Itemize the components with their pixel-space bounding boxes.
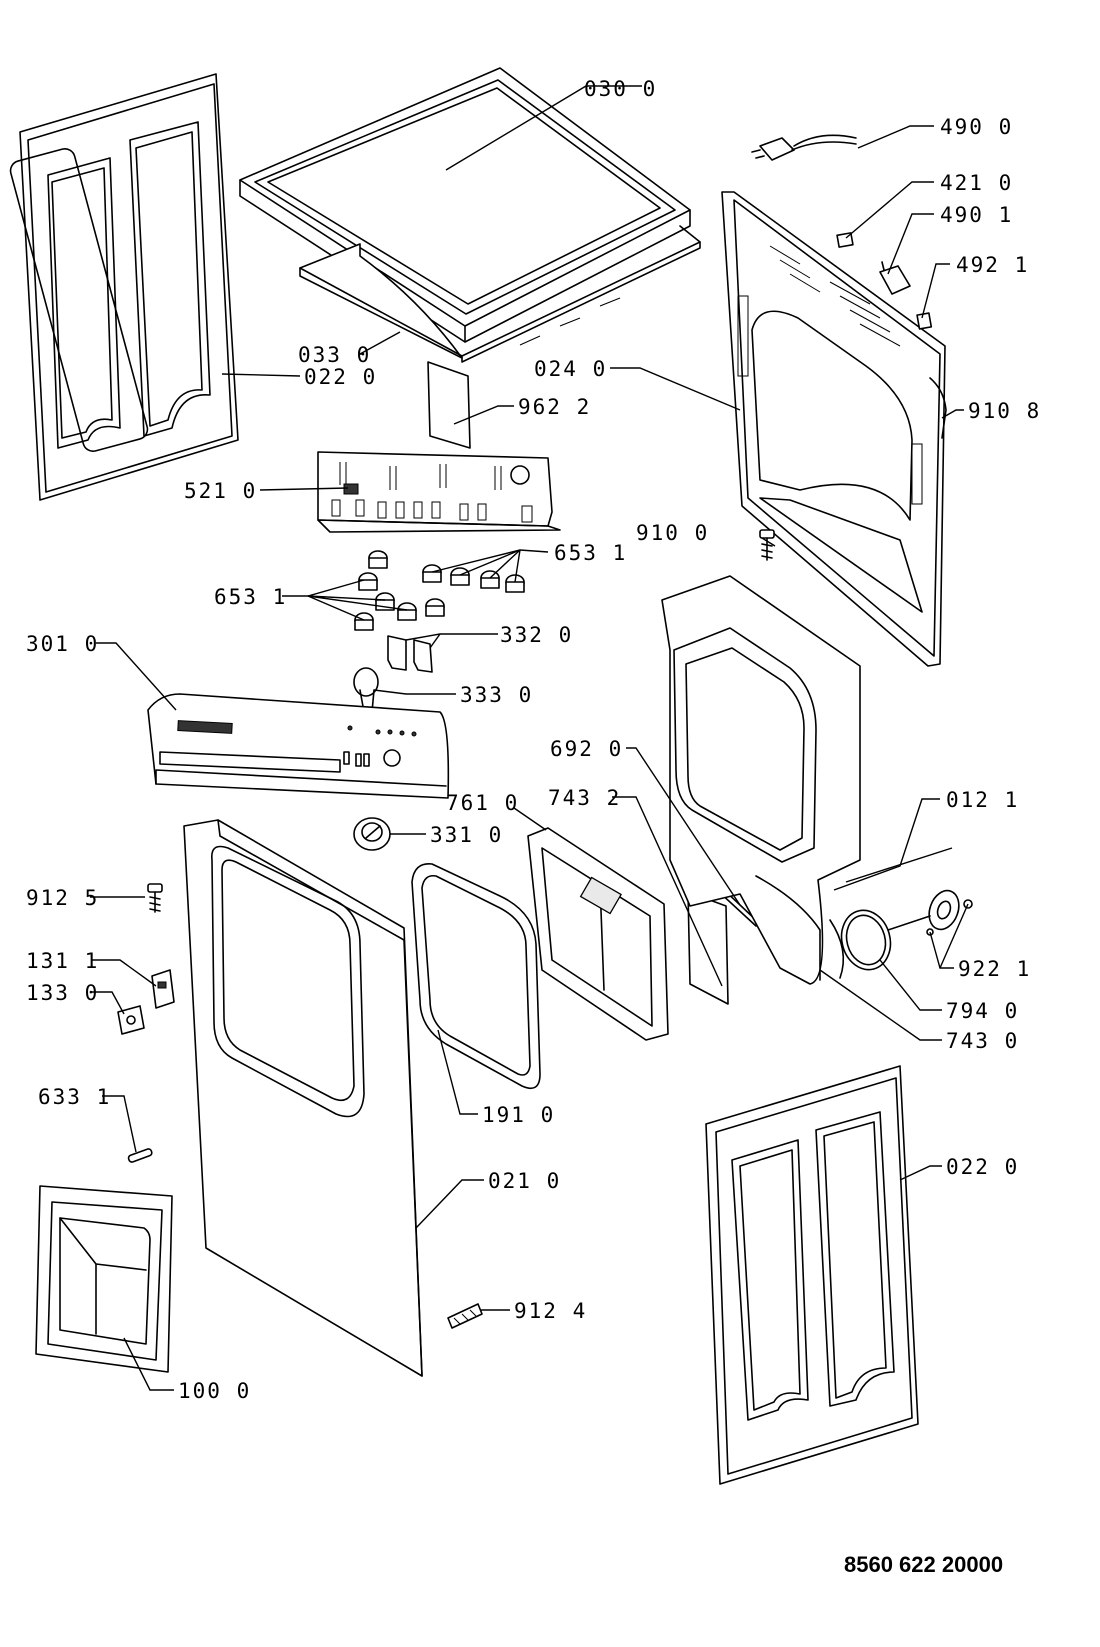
callout-794-0: 794 0 — [946, 999, 1019, 1023]
callout-743-0: 743 0 — [946, 1029, 1019, 1053]
callout-910-8: 910 8 — [968, 399, 1041, 423]
callout-962-2: 962 2 — [518, 395, 591, 419]
door-lock — [151, 969, 175, 1009]
callout-421-0: 421 0 — [940, 171, 1013, 195]
callout-131-1: 131 1 — [26, 949, 99, 973]
callout-922-1: 922 1 — [958, 957, 1031, 981]
rear-panel — [721, 191, 946, 667]
screw-plinth — [447, 1303, 483, 1329]
callout-133-0: 133 0 — [26, 981, 99, 1005]
side-panel-left — [9, 73, 239, 501]
callout-490-1: 490 1 — [940, 203, 1013, 227]
side-panel-right — [705, 1065, 919, 1485]
filter-clip — [879, 261, 911, 295]
screw-rear — [759, 529, 775, 561]
callout-912-5: 912 5 — [26, 886, 99, 910]
door-seal — [411, 863, 541, 1090]
front-panel — [183, 819, 423, 1377]
connector — [836, 232, 854, 248]
cable-clamp — [916, 312, 933, 330]
callout-692-0: 692 0 — [550, 737, 623, 761]
top-frame — [299, 225, 701, 363]
callout-492-1: 492 1 — [956, 253, 1029, 277]
callout-030-0: 030 0 — [584, 77, 657, 101]
callout-012-1: 012 1 — [946, 788, 1019, 812]
callout-910-0: 910 0 — [636, 521, 709, 545]
drive-belt — [840, 909, 892, 971]
callout-521-0: 521 0 — [184, 479, 257, 503]
callout-301-0: 301 0 — [26, 632, 99, 656]
callout-022-0-left: 022 0 — [304, 365, 377, 389]
hinge-pin — [127, 1148, 153, 1163]
callout-033-0: 033 0 — [298, 343, 371, 367]
callout-100-0: 100 0 — [178, 1379, 251, 1403]
callout-024-0: 024 0 — [534, 357, 607, 381]
callout-021-0: 021 0 — [488, 1169, 561, 1193]
callout-761-0: 761 0 — [446, 791, 519, 815]
insulation-sheet — [427, 361, 471, 449]
button-caps — [354, 550, 525, 631]
callout-490-0: 490 0 — [940, 115, 1013, 139]
callout-633-1: 633 1 — [38, 1085, 111, 1109]
callout-912-4: 912 4 — [514, 1299, 587, 1323]
callout-191-0: 191 0 — [482, 1103, 555, 1127]
control-panel-fascia — [147, 693, 450, 799]
callout-labels: 030 0 490 0 421 0 490 1 492 1 033 0 022 … — [26, 77, 1041, 1403]
callout-022-0-right: 022 0 — [946, 1155, 1019, 1179]
lint-filter — [527, 827, 669, 1041]
callout-331-0: 331 0 — [430, 823, 503, 847]
selector-knob — [353, 817, 391, 851]
selector-knob-rear — [353, 667, 379, 713]
control-board — [317, 451, 561, 533]
idler-pulley — [887, 889, 973, 936]
leader-lines — [90, 85, 969, 1391]
callout-332-0: 332 0 — [500, 623, 573, 647]
door-catch — [117, 1005, 145, 1035]
callout-743-2: 743 2 — [548, 786, 621, 810]
light-guides — [387, 635, 433, 673]
document-number: 8560 622 20000 — [844, 1552, 1003, 1577]
duct-gasket — [687, 891, 729, 1005]
kickplate — [35, 1185, 173, 1373]
screw-front — [147, 883, 163, 913]
top-cover — [239, 67, 691, 343]
callout-333-0: 333 0 — [460, 683, 533, 707]
power-cord — [751, 134, 857, 161]
front-bulkhead — [661, 575, 861, 985]
callout-653-1-left: 653 1 — [214, 585, 287, 609]
cable-tie — [929, 377, 947, 439]
callout-653-1-right: 653 1 — [554, 541, 627, 565]
